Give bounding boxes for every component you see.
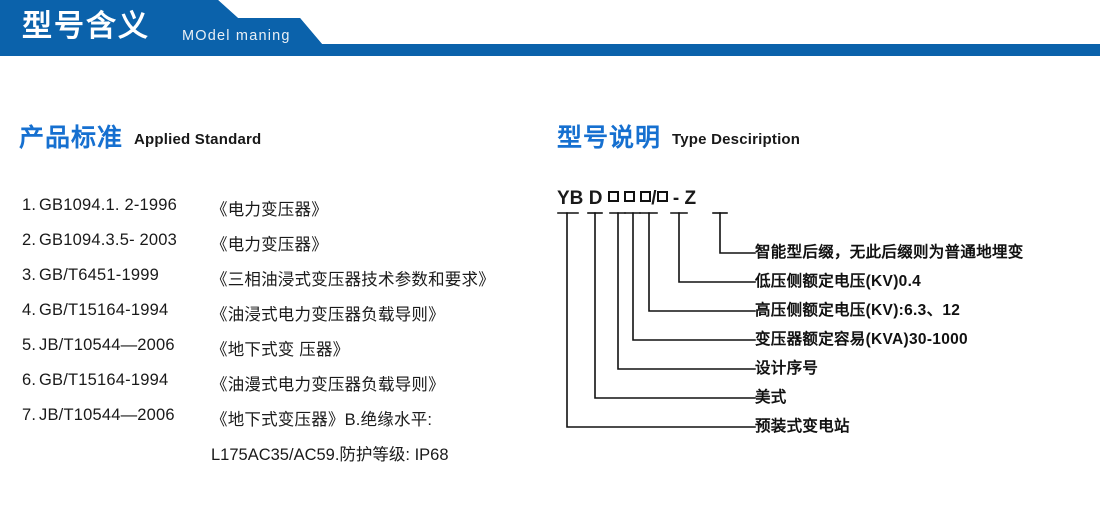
standards-heading-cn: 产品标准: [19, 124, 124, 152]
list-item: 7. JB/T10544—2006 《地下式变压器》B.绝缘水平:: [22, 406, 542, 441]
leader-lines: [557, 212, 756, 428]
standard-title: 《油漫式电力变压器负载导则》: [211, 376, 445, 394]
standards-section-heading: 产品标准 Applied Standard: [19, 118, 261, 154]
list-item: 3. GB/T6451-1999 《三相油浸式变压器技术参数和要求》: [22, 266, 542, 301]
type-label-7: 预装式变电站: [755, 418, 850, 435]
standard-continuation-line: L175AC35/AC59.防护等级: IP68: [22, 441, 542, 476]
list-item: 4. GB/T15164-1994 《油浸式电力变压器负载导则》: [22, 301, 542, 336]
standard-index: 4.: [22, 301, 37, 319]
standard-index: 5.: [22, 336, 37, 354]
code-box-4: [656, 191, 668, 202]
code-slash: /: [651, 188, 657, 209]
standard-index: 1.: [22, 196, 37, 214]
standard-continuation-text: L175AC35/AC59.防护等级: IP68: [211, 446, 449, 464]
leader-path-5: [617, 212, 756, 370]
type-label-2: 低压侧额定电压(KV)0.4: [755, 273, 922, 290]
standard-title: 《地下式变压器》B.绝缘水平:: [211, 411, 433, 429]
type-description-section-heading: 型号说明 Type Desciription: [557, 118, 800, 154]
banner-subtitle: MOdel maning: [182, 28, 291, 44]
leader-path-7: [566, 212, 756, 428]
type-heading-cn: 型号说明: [557, 124, 662, 152]
standard-title: 《油浸式电力变压器负载导则》: [211, 306, 445, 324]
type-code-diagram: YB D / - Z 智能型后: [545, 186, 1100, 446]
code-prefix-yb: YB: [557, 188, 584, 209]
standard-code: JB/T10544—2006: [39, 336, 175, 354]
list-item: 6. GB/T15164-1994 《油漫式电力变压器负载导则》: [22, 371, 542, 406]
code-box-2: [623, 191, 635, 202]
leader-path-4: [632, 212, 756, 341]
list-item: 2. GB1094.3.5- 2003 《电力变压器》: [22, 231, 542, 266]
type-label-5: 设计序号: [755, 360, 819, 377]
standard-index: 7.: [22, 406, 37, 424]
code-prefix-d: D: [588, 188, 603, 209]
standard-title: 《电力变压器》: [211, 236, 328, 254]
standard-title: 《三相油浸式变压器技术参数和要求》: [211, 271, 495, 289]
standard-code: GB/T15164-1994: [39, 371, 169, 389]
leader-path-1: [719, 212, 756, 254]
standard-code: GB1094.1. 2-1996: [39, 196, 178, 214]
list-item: 1. GB1094.1. 2-1996 《电力变压器》: [22, 196, 542, 231]
code-box-1: [607, 191, 619, 202]
code-box-3: [640, 191, 652, 202]
code-dash: -: [672, 188, 680, 209]
standard-title: 《电力变压器》: [211, 201, 328, 219]
banner-title: 型号含义: [22, 10, 150, 43]
leader-path-2: [678, 212, 756, 283]
standards-list: 1. GB1094.1. 2-1996 《电力变压器》 2. GB1094.3.…: [22, 196, 542, 476]
banner-block-shape: [0, 0, 322, 44]
standard-code: GB/T6451-1999: [39, 266, 160, 284]
leader-path-6: [594, 212, 756, 399]
type-label-1: 智能型后缀，无此后缀则为普通地埋变: [755, 244, 1024, 261]
standard-title: 《地下式变 压器》: [211, 341, 350, 359]
type-code-string: YB D / - Z: [557, 186, 696, 212]
standard-index: 6.: [22, 371, 37, 389]
type-label-6: 美式: [755, 389, 787, 406]
page-header-banner: 型号含义 MOdel maning: [0, 0, 1100, 56]
list-item: 5. JB/T10544—2006 《地下式变 压器》: [22, 336, 542, 371]
standard-index: 2.: [22, 231, 37, 249]
type-label-4: 变压器额定容易(KVA)30-1000: [755, 331, 968, 348]
leader-path-3: [648, 212, 756, 312]
standard-code: GB1094.3.5- 2003: [39, 231, 178, 249]
standard-code: JB/T10544—2006: [39, 406, 175, 424]
standard-index: 3.: [22, 266, 37, 284]
type-heading-en: Type Desciription: [672, 131, 801, 148]
banner-shape: [0, 0, 1100, 56]
type-label-3: 高压侧额定电压(KV):6.3、12: [755, 302, 961, 319]
standard-code: GB/T15164-1994: [39, 301, 169, 319]
code-suffix-z: Z: [684, 188, 697, 209]
standards-heading-en: Applied Standard: [134, 131, 262, 148]
